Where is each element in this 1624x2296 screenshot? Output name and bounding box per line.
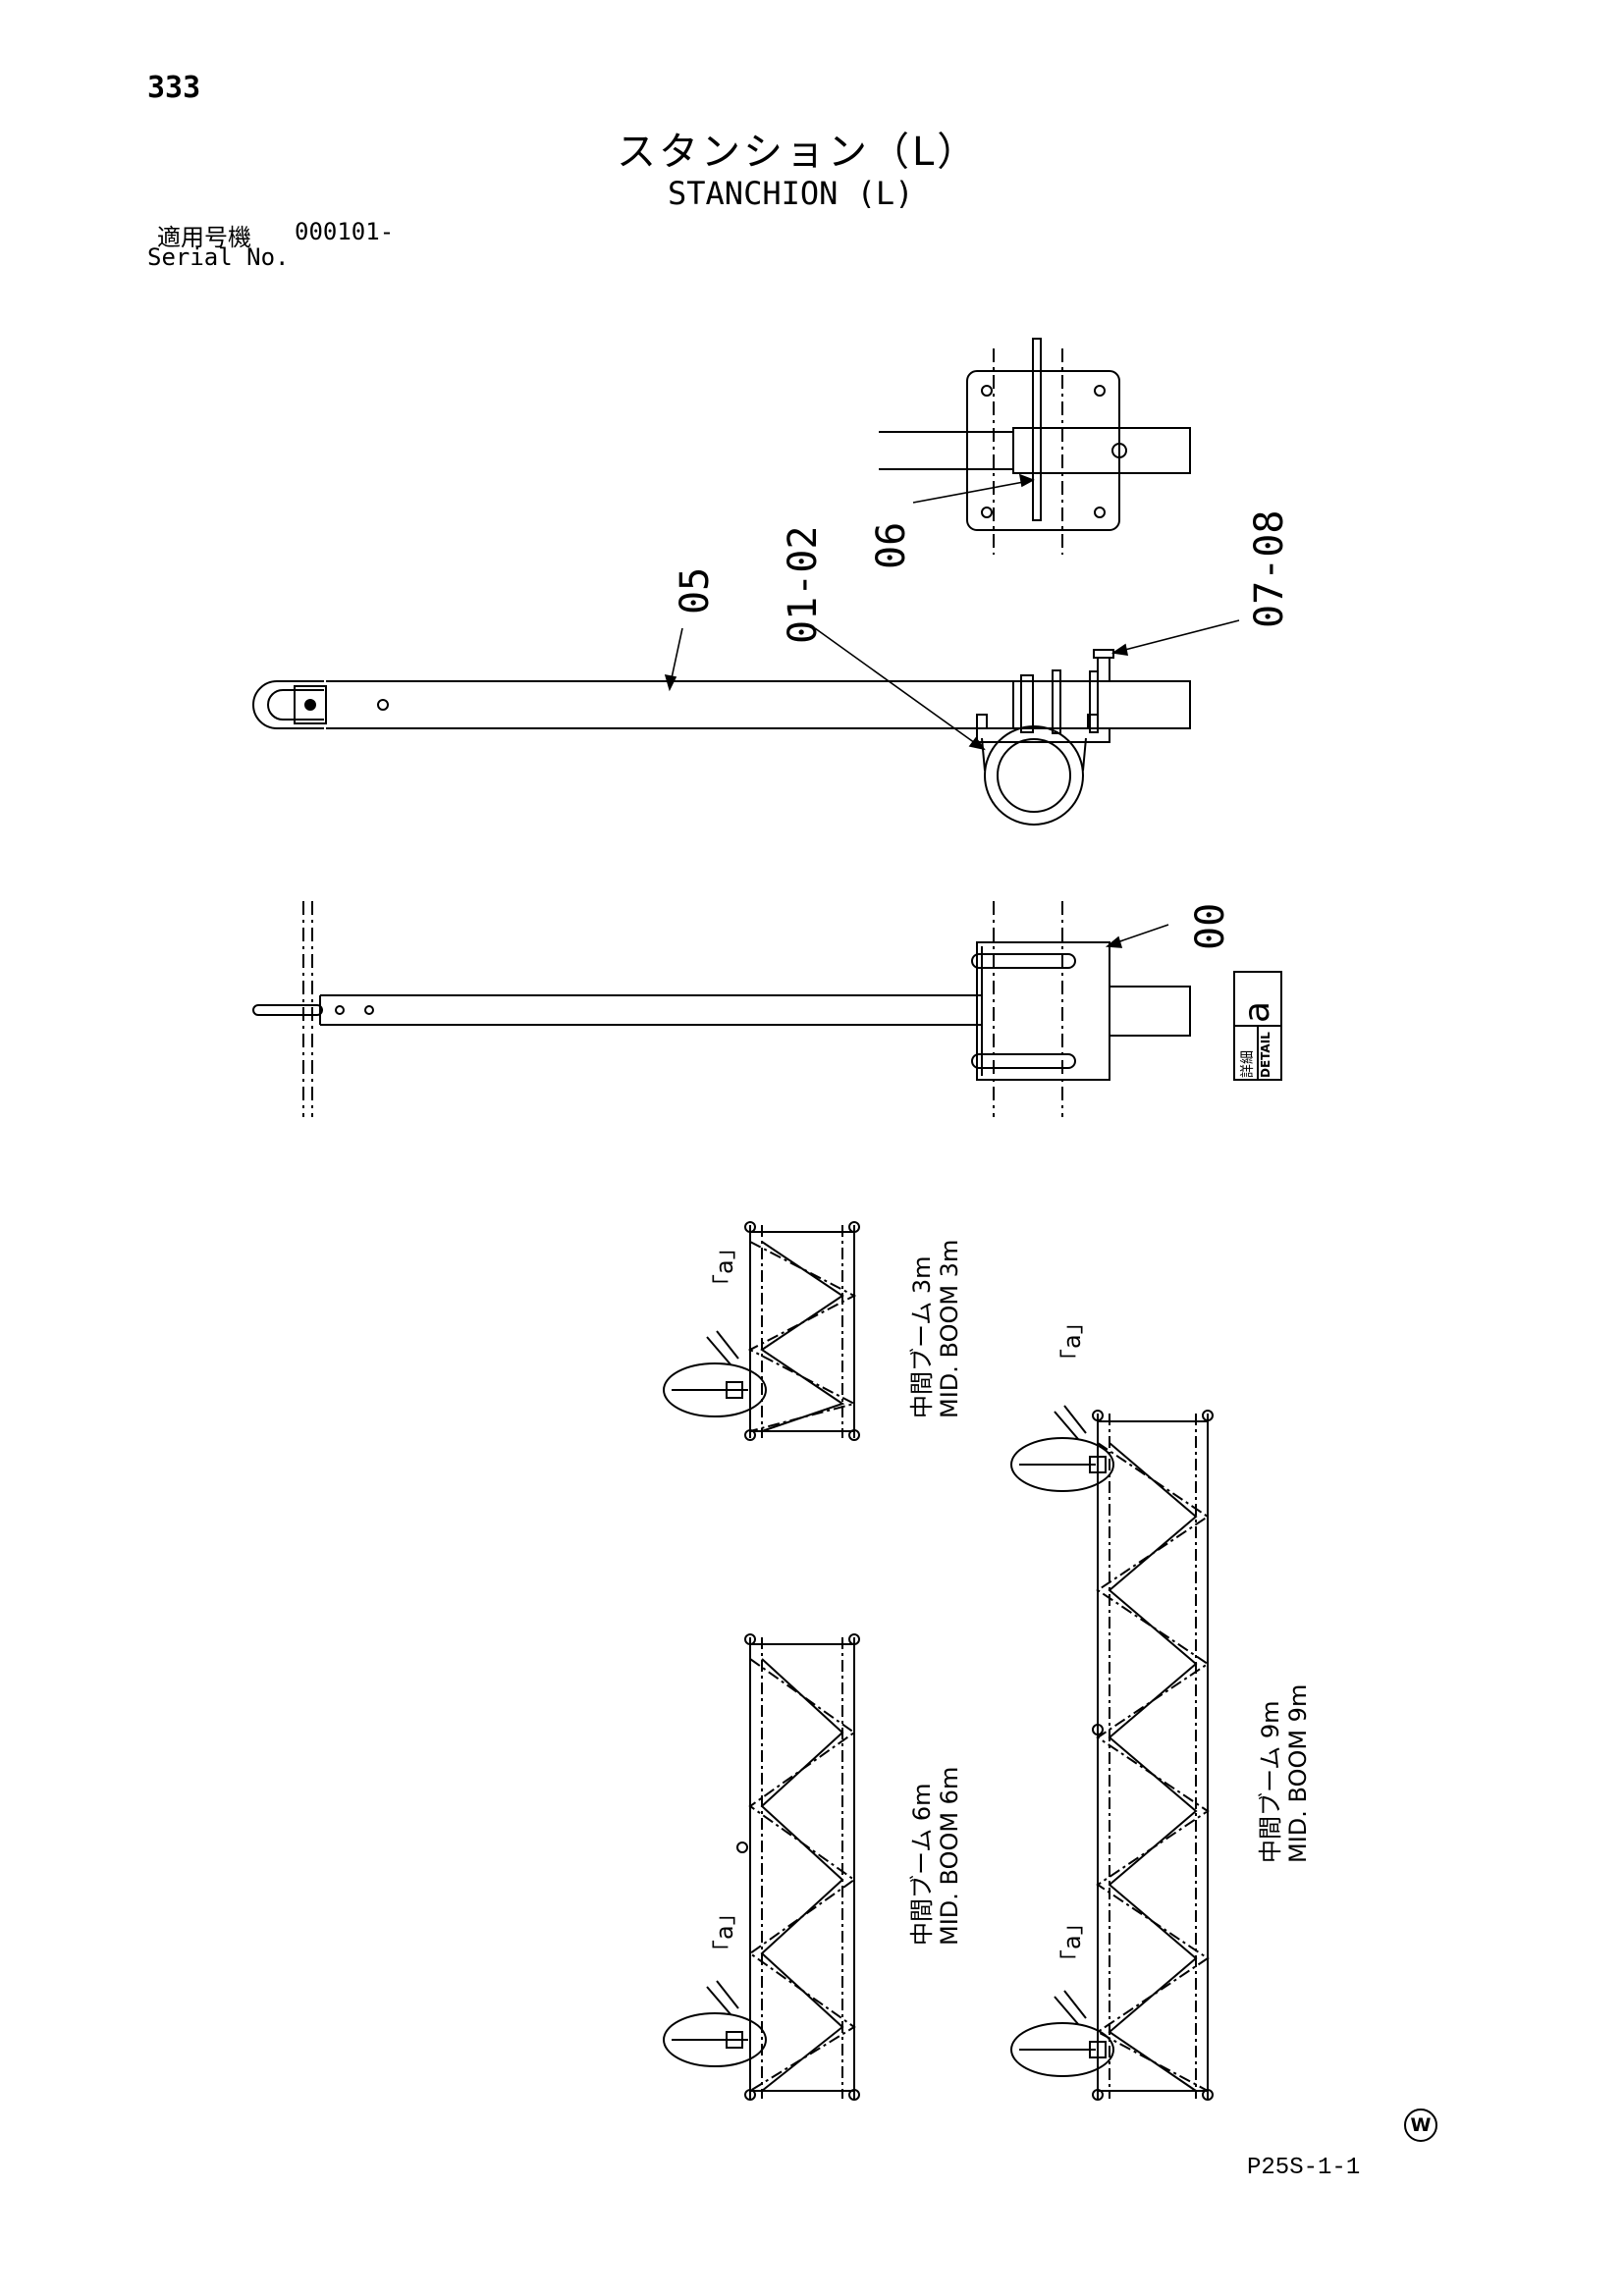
boom-6m-truss [663,1633,860,2101]
serial-label-japanese: 適用号機 [157,224,251,251]
ref-a-boom-9m-upper: 「a」 [1058,1310,1086,1372]
boom-9m-label-en: MID. BOOM 9m [1284,1683,1312,1863]
w-mark-icon: W [1404,2109,1437,2142]
leader-lines [664,473,1240,948]
callout-05: 05 [673,566,718,614]
serial-value: 000101- [295,218,395,245]
boom-3m-label-en: MID. BOOM 3m [936,1239,963,1418]
detail-label-japanese: 詳細 [1240,1050,1256,1078]
drawing-code: P25S-1-1 [1247,2155,1361,2181]
boom-6m-label: 中間ブーム 6m MID. BOOM 6m [908,1767,963,1946]
top-view-bracket [879,338,1191,555]
boom-3m-truss [663,1221,860,1441]
boom-9m-label: 中間ブーム 9m MID. BOOM 9m [1257,1684,1312,1863]
front-view-stanchion [252,901,1191,1117]
boom-9m-truss [1010,1405,1214,2101]
ref-a-boom-9m-lower: 「a」 [1058,1911,1086,1973]
callout-06: 06 [869,521,914,569]
side-view-stanchion [252,649,1191,826]
callout-01-02: 01-02 [781,525,826,644]
boom-3m-label: 中間ブーム 3m MID. BOOM 3m [908,1240,963,1418]
ref-a-boom-3m: 「a」 [711,1236,738,1298]
boom-9m-label-jp: 中間ブーム 9m [1257,1700,1284,1863]
ref-a-boom-6m: 「a」 [711,1901,738,1963]
callout-00: 00 [1188,902,1233,950]
boom-3m-label-jp: 中間ブーム 3m [908,1255,936,1418]
title-japanese: スタンション（L） [617,130,980,175]
detail-box [1233,971,1282,1081]
detail-letter: a [1237,1000,1277,1023]
serial-label-english: Serial No. [147,243,290,271]
callout-07-08: 07-08 [1247,509,1292,628]
page-number: 333 [147,71,201,105]
title-english: STANCHION (L) [668,175,914,212]
boom-6m-label-en: MID. BOOM 6m [936,1766,963,1946]
boom-6m-label-jp: 中間ブーム 6m [908,1783,936,1946]
detail-label-english: DETAIL [1259,1032,1272,1078]
